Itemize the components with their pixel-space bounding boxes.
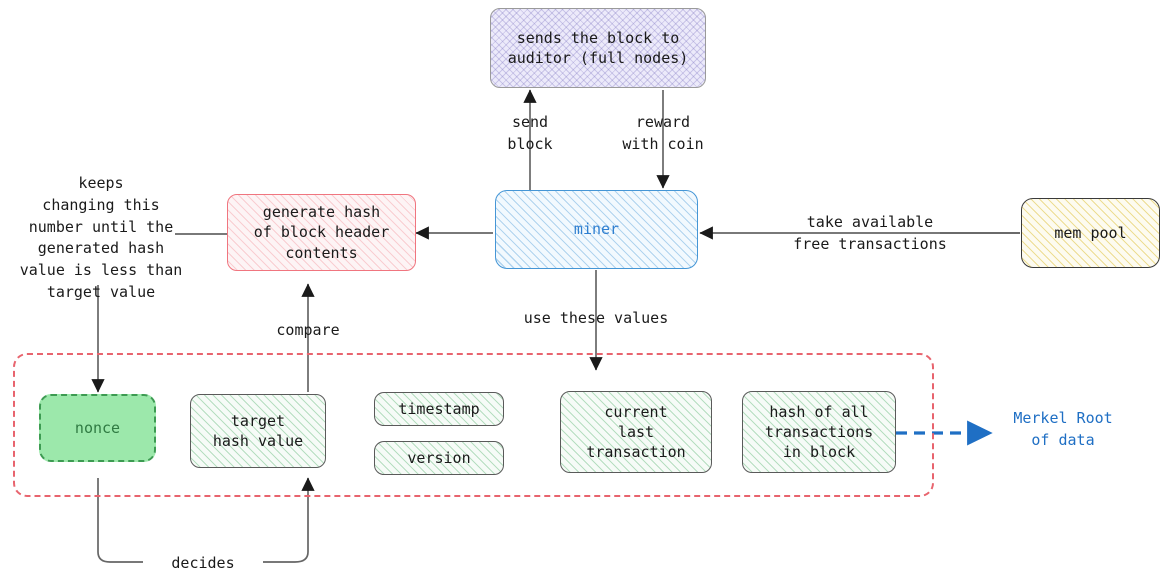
- label-send-block: send block: [507, 113, 553, 153]
- node-miner[interactable]: miner: [495, 190, 698, 269]
- node-generate-hash[interactable]: generate hash of block header contents: [227, 194, 416, 271]
- block-header-fields-group: [13, 353, 934, 497]
- label-take-transactions: take available free transactions: [793, 213, 947, 253]
- label-decides: decides: [143, 553, 263, 575]
- label-keeps-changing-nonce: keeps changing this number until the gen…: [19, 174, 183, 301]
- node-auditor[interactable]: sends the block to auditor (full nodes): [490, 8, 706, 88]
- node-target-hash-value[interactable]: target hash value: [190, 394, 326, 468]
- label-use-these-values: use these values: [523, 309, 669, 327]
- label-merkel-root: Merkel Root of data: [1013, 409, 1113, 449]
- node-current-last-transaction[interactable]: current last transaction: [560, 391, 712, 473]
- node-mem-pool[interactable]: mem pool: [1021, 198, 1160, 268]
- label-reward-with-coin: reward with coin: [622, 113, 704, 153]
- node-hash-all-transactions[interactable]: hash of all transactions in block: [742, 391, 896, 473]
- node-nonce[interactable]: nonce: [39, 394, 156, 462]
- label-compare: compare: [276, 321, 340, 339]
- node-version[interactable]: version: [374, 441, 504, 475]
- node-timestamp[interactable]: timestamp: [374, 392, 504, 426]
